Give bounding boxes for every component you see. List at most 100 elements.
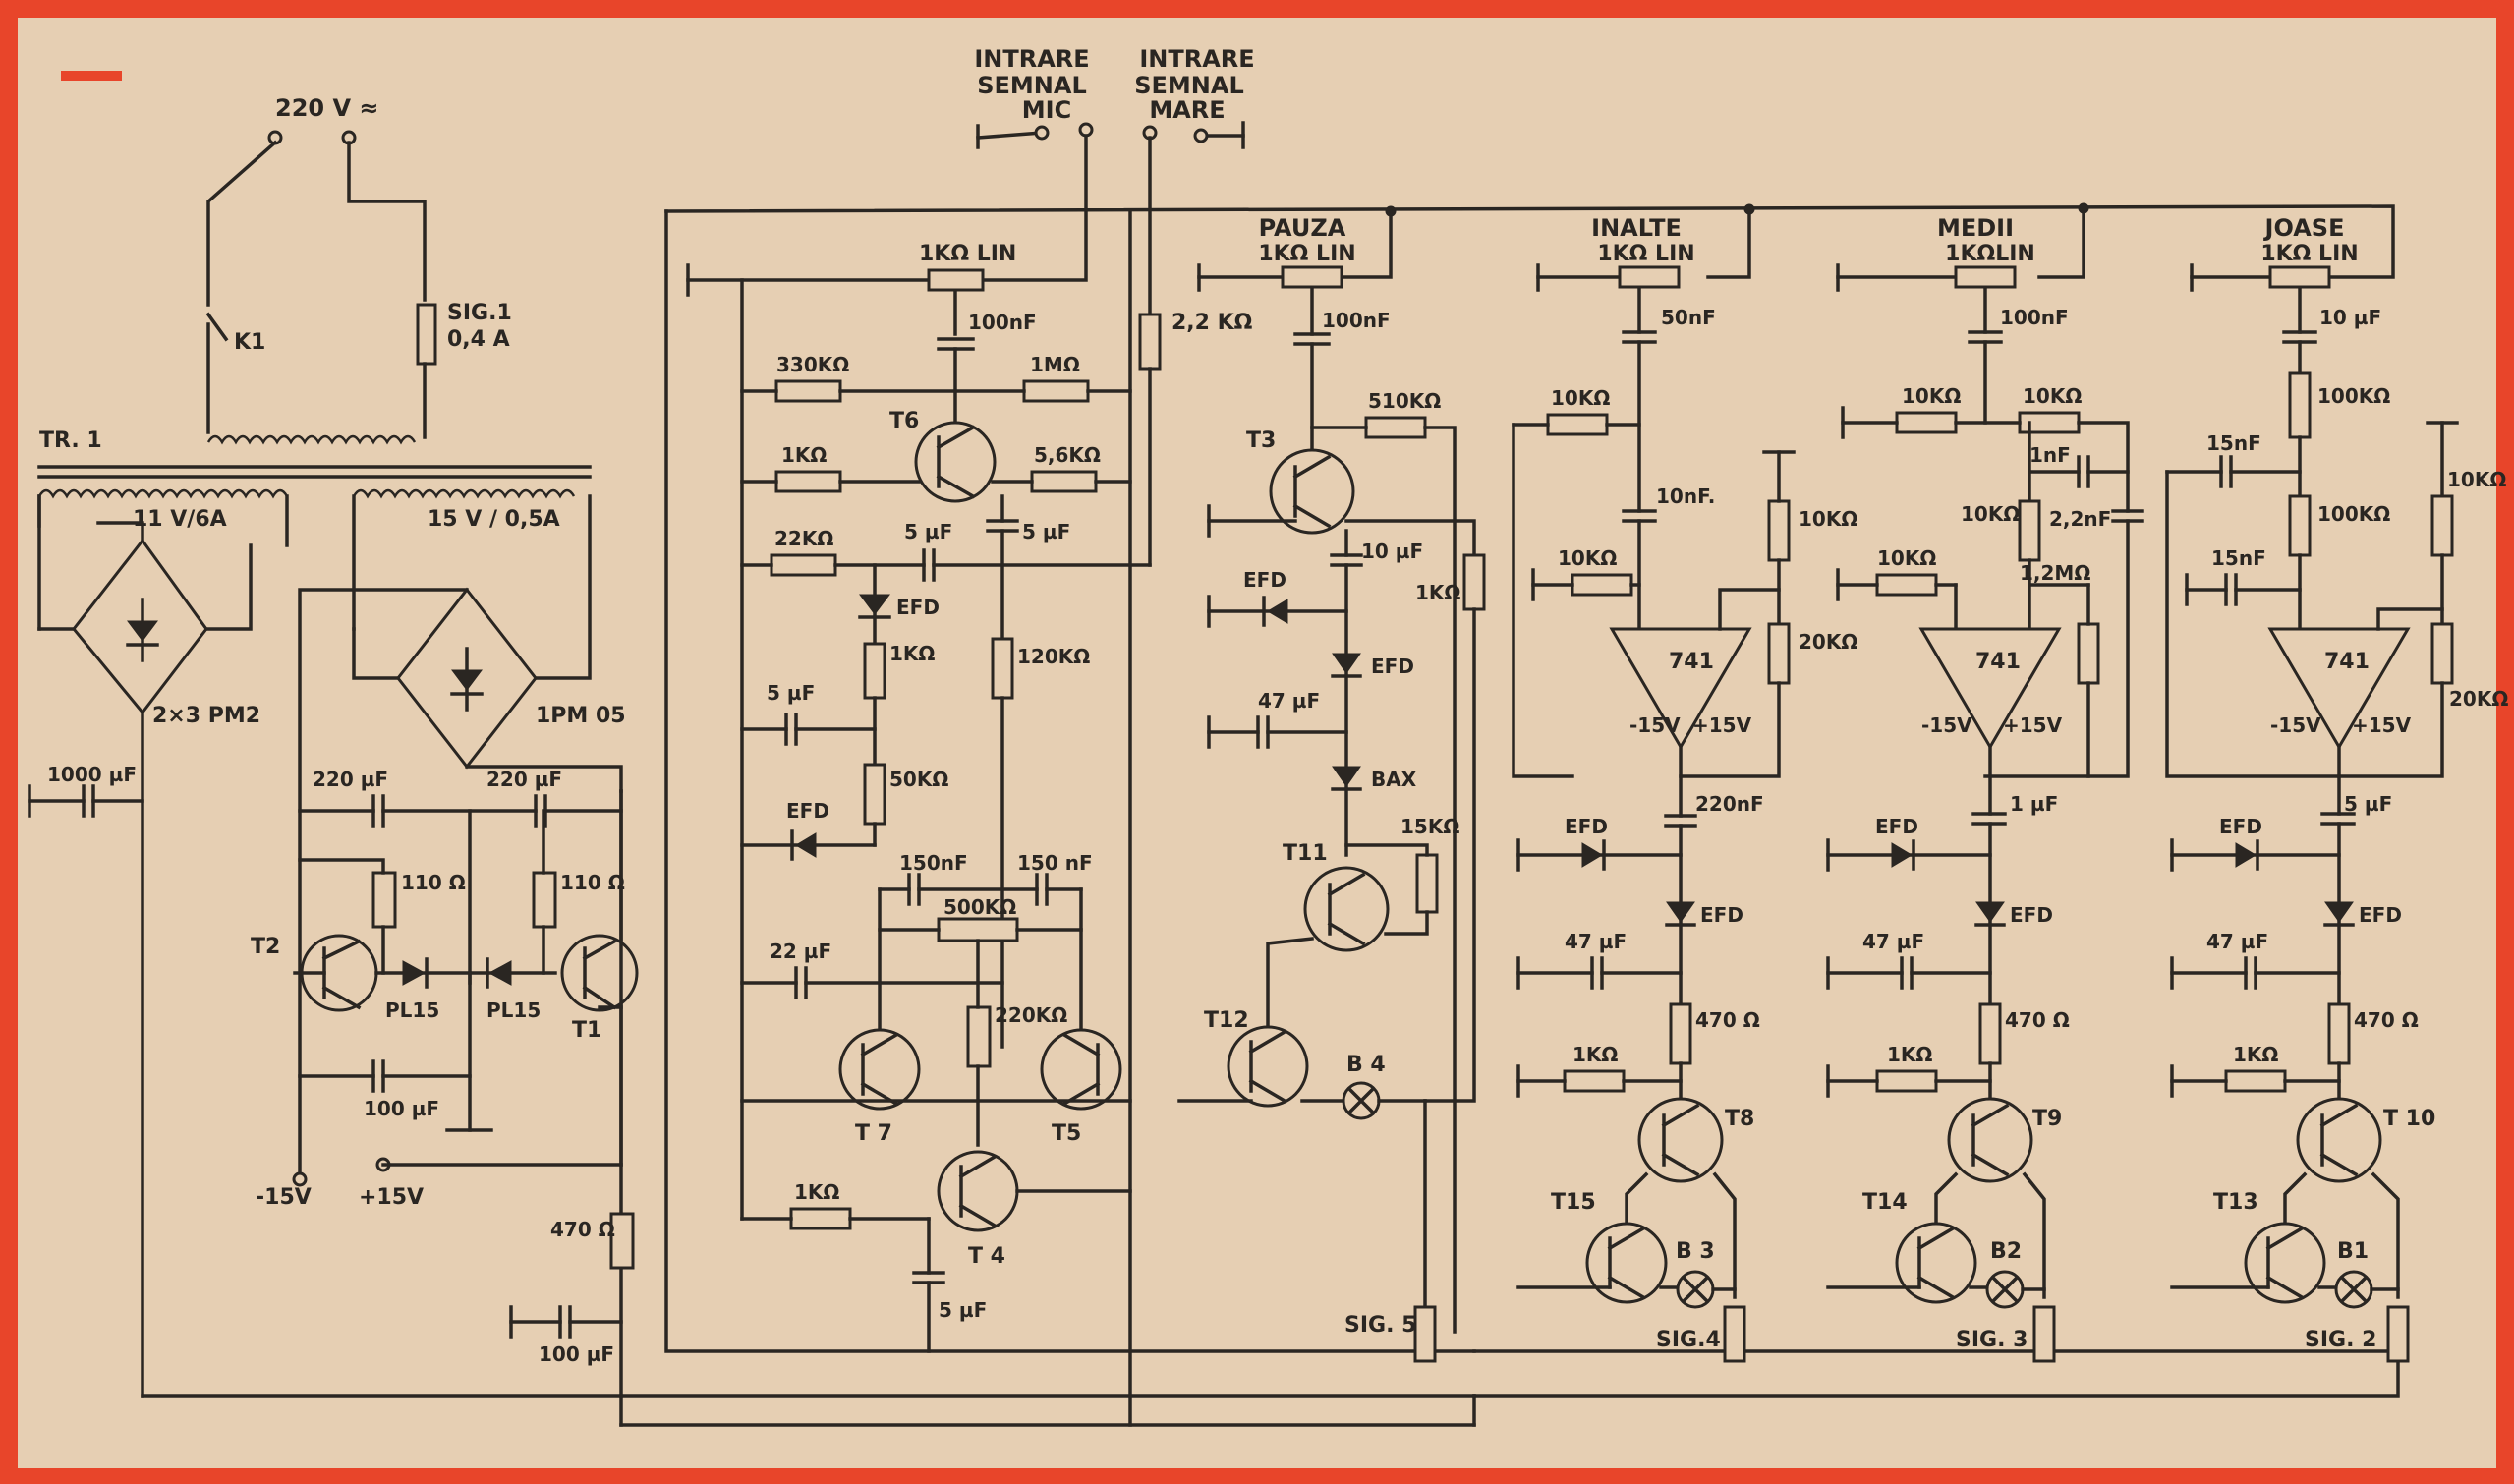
ch-low-r-c-label: 10KΩ [2447, 468, 2506, 491]
r220k-label: 220KΩ [995, 1003, 1067, 1027]
lamp-b4-label: B 4 [1346, 1053, 1386, 1077]
ch-mid-opamp-label: 741 [1975, 650, 2021, 674]
ch-high-r1k [1563, 1069, 1626, 1093]
ch-high-t8 [1637, 1097, 1724, 1183]
t4-label: T 4 [968, 1244, 1005, 1269]
mains-label: 220 V ≈ [275, 94, 379, 122]
ch-high-r-fb-label: 10KΩ [1799, 507, 1857, 531]
pause-pot [1281, 265, 1343, 289]
ch-low-t10-label: T 10 [2383, 1107, 2435, 1131]
resistor-5k6 [1030, 470, 1098, 493]
input-large-label: INTRARE [1139, 45, 1254, 73]
ch-high-r-fb [1767, 499, 1791, 562]
ch-low-pot [2268, 265, 2331, 289]
r22k-label: 22KΩ [774, 527, 833, 550]
ch-mid-r-c [2018, 499, 2041, 562]
fuse-sig1-label: SIG.1 [447, 301, 512, 325]
filter-cap-b-label: 220 µF [486, 768, 562, 791]
ch-low-r-d-label: 20KΩ [2449, 687, 2508, 711]
pause-c47-label: 47 µF [1258, 689, 1320, 713]
ch-mid-pot [1954, 265, 2017, 289]
t1-label: T1 [572, 1018, 601, 1043]
ch-mid-r470-label: 470 Ω [2005, 1008, 2070, 1032]
t2-label: T2 [251, 935, 280, 959]
resistor-470-psu [609, 1212, 635, 1270]
c5c-label: 5 µF [767, 681, 815, 705]
t6-label: T6 [889, 409, 919, 433]
c5b-label: 5 µF [1022, 520, 1070, 543]
r330k-label: 330KΩ [776, 353, 849, 376]
r470-psu-label: 470 Ω [550, 1218, 615, 1241]
r15k-label: 15KΩ [1400, 815, 1459, 838]
diode-pl15-a-label: PL15 [385, 999, 439, 1022]
r110-t2-label: 110 Ω [401, 871, 466, 894]
ch-high-pot-label: 1KΩ LIN [1597, 242, 1694, 266]
ch-mid-cout-label: 1 µF [2010, 792, 2058, 816]
ch-low-r-a-label: 100KΩ [2317, 384, 2390, 408]
transistor-t4 [937, 1150, 1019, 1232]
switch-label: K1 [234, 330, 265, 355]
ch-high-pos-label: +15V [1692, 713, 1752, 737]
ch-high-r-fb2-label: 20KΩ [1799, 630, 1857, 654]
ch-low-r-b [2288, 494, 2312, 557]
transistor-t12 [1227, 1025, 1309, 1108]
c22-label: 22 µF [770, 940, 831, 963]
input-small-label: INTRARE [974, 45, 1089, 73]
t12-label: T12 [1204, 1008, 1249, 1033]
ch-low-c-a-label: 15nF [2206, 431, 2261, 455]
ch-low-t13 [2244, 1222, 2326, 1304]
ch-high-r470-label: 470 Ω [1695, 1008, 1760, 1032]
ch-high-fuse [1723, 1305, 1746, 1363]
ch-low-r-c [2430, 494, 2454, 557]
ch-high-fuse-label: SIG.4 [1656, 1328, 1721, 1352]
transistor-t5 [1040, 1028, 1122, 1111]
pause-title: PAUZA [1259, 214, 1346, 242]
ch-low-opamp [2267, 627, 2411, 750]
ch-mid-r-e [2077, 622, 2100, 685]
ch-low-c47-label: 47 µF [2206, 930, 2268, 953]
ch-low-r-d [2430, 622, 2454, 685]
ch-mid-r1k [1875, 1069, 1938, 1093]
ch-low-neg-label: -15V [2270, 713, 2321, 737]
ch-low-t13-label: T13 [2213, 1190, 2258, 1215]
resistor-1m [1022, 379, 1090, 403]
power-supply: 220 V ≈ K1 SIG.1 0,4 A TR. 1 11 V/6A 15 … [28, 94, 639, 1366]
ch-low-t10 [2296, 1097, 2382, 1183]
bax-label: BAX [1371, 768, 1417, 791]
diode-pl15-b-label: PL15 [486, 999, 541, 1022]
ch-mid-r-d [1875, 573, 1938, 597]
ch-low-pot-label: 1KΩ LIN [2260, 242, 2358, 266]
fuse-sig5-label: SIG. 5 [1344, 1313, 1416, 1338]
r110-t1-label: 110 Ω [560, 871, 625, 894]
ch-high-t15 [1585, 1222, 1668, 1304]
resistor-110-t2 [371, 871, 397, 929]
oscillator-section: 1KΩ LIN 100nF 330KΩ 1MΩ T6 1KΩ 5,6KΩ 22K… [686, 242, 1253, 1353]
ch-mid-cin-label: 100nF [2000, 306, 2069, 329]
resistor-1k-b [863, 642, 886, 700]
resistor-1k-pause [1462, 553, 1486, 611]
efd1-label: EFD [896, 596, 940, 619]
ch-mid-efd-a-label: EFD [1875, 815, 1918, 838]
ch-low-r470 [2327, 1002, 2351, 1065]
ch-mid-r470 [1978, 1002, 2002, 1065]
input-large-label-2: SEMNAL [1134, 72, 1244, 99]
resistor-110-t1 [532, 871, 557, 929]
ch-mid-t14-label: T14 [1862, 1190, 1908, 1215]
cap-100a-label: 100 µF [364, 1097, 439, 1120]
secondary1-label: 11 V/6A [133, 507, 227, 532]
ch-mid-title: MEDII [1937, 214, 2014, 242]
ch-mid-c47-label: 47 µF [1862, 930, 1924, 953]
ch-high-r-fb2 [1767, 622, 1791, 685]
r2k2-label: 2,2 KΩ [1171, 311, 1253, 335]
c150a-label: 150nF [899, 851, 968, 875]
r1k-t6-label: 1KΩ [781, 443, 827, 467]
ch-low-r1k-label: 1KΩ [2233, 1043, 2278, 1066]
r1m-label: 1MΩ [1030, 353, 1080, 376]
cap-100b-label: 100 µF [539, 1342, 614, 1366]
r120k-label: 120KΩ [1017, 645, 1090, 668]
resistor-2k2 [1138, 313, 1162, 371]
ch-low-fuse-label: SIG. 2 [2305, 1328, 2376, 1352]
transistor-t3 [1269, 448, 1355, 535]
pot-osc [927, 268, 985, 292]
input-large-label-3: MARE [1149, 96, 1225, 124]
